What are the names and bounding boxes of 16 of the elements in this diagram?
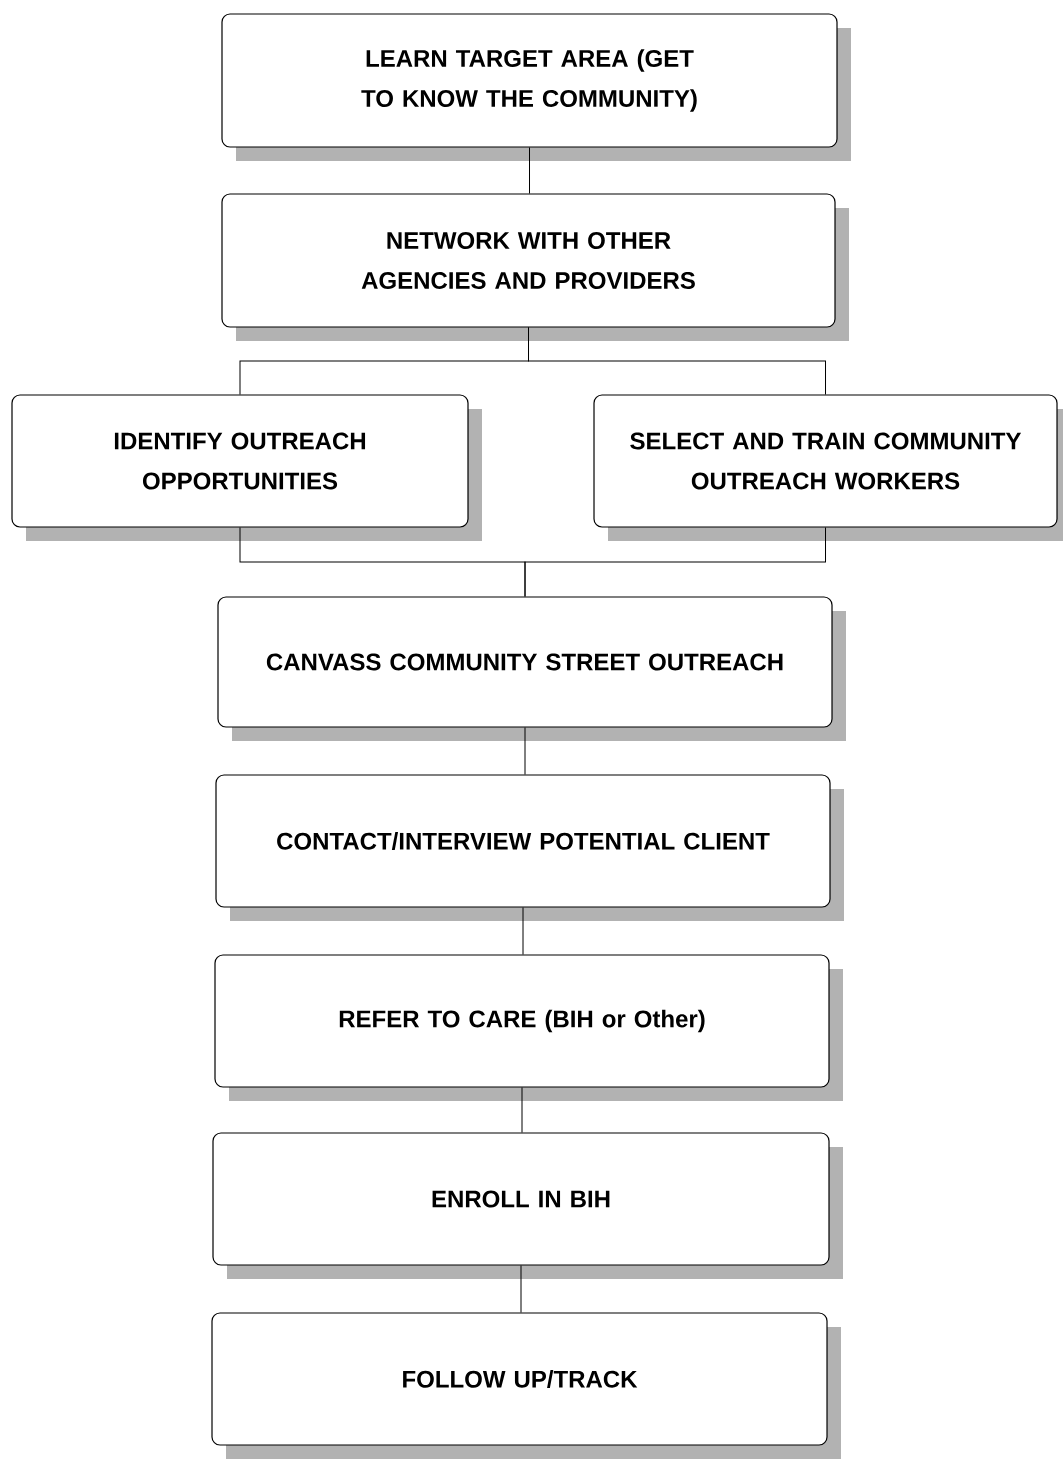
connector-line xyxy=(529,147,530,194)
process-box: REFER TO CARE (BIH or Other) xyxy=(214,954,843,1101)
connector-line xyxy=(528,327,826,395)
process-box: IDENTIFY OUTREACH OPPORTUNITIES xyxy=(11,394,482,541)
process-box: ENROLL IN BIH xyxy=(212,1132,843,1279)
process-box: FOLLOW UP/TRACK xyxy=(211,1312,841,1459)
process-box: CONTACT/INTERVIEW POTENTIAL CLIENT xyxy=(215,774,844,921)
connector-line xyxy=(521,1087,523,1133)
process-box: LEARN TARGET AREA (GET TO KNOW THE COMMUNITY) xyxy=(221,13,851,161)
connector-line xyxy=(524,727,526,775)
process-box: CANVASS COMMUNITY STREET OUTREACH xyxy=(217,596,846,741)
process-box: SELECT AND TRAIN COMMUNITY OUTREACH WORKERS xyxy=(593,394,1063,541)
process-box: NETWORK WITH OTHER AGENCIES AND PROVIDERS xyxy=(221,193,849,341)
connector-line xyxy=(520,1265,522,1313)
connector-line xyxy=(522,907,524,955)
connector-line xyxy=(524,527,826,597)
